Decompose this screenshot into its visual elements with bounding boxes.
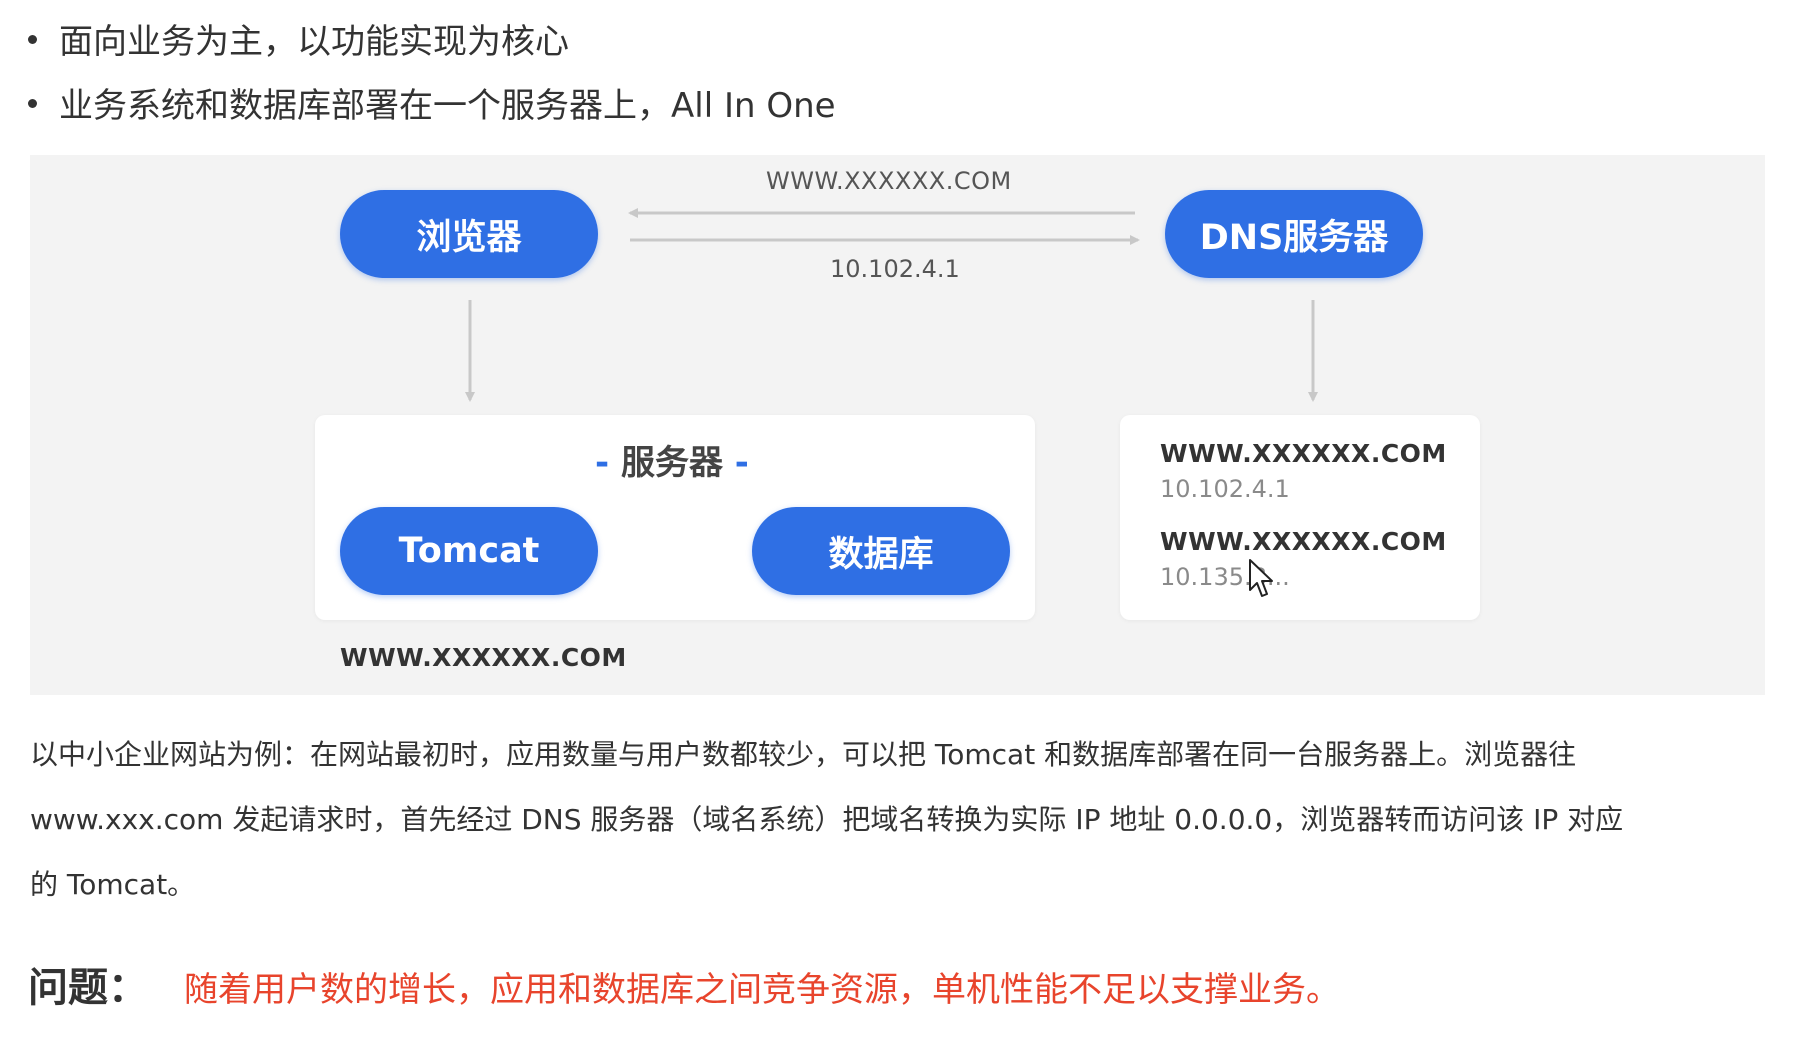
server-domain-label: WWW.XXXXXX.COM: [340, 643, 627, 672]
problem-text: 随着用户数的增长，应用和数据库之间竞争资源，单机性能不足以支撑业务。: [184, 970, 1340, 1010]
response-ip-label: 10.102.4.1: [830, 255, 960, 283]
dns-records-box: WWW.XXXXXX.COM 10.102.4.1 WWW.XXXXXX.COM…: [1120, 415, 1480, 620]
tomcat-node: Tomcat: [340, 507, 598, 595]
browser-label: 浏览器: [416, 217, 522, 258]
problem-label: 问题：: [28, 965, 148, 1011]
bullet-text: 业务系统和数据库部署在一个服务器上，All In One: [59, 86, 836, 126]
dns-record-ip: 10.102.4.1: [1160, 475, 1290, 503]
dns-server-node: DNS服务器: [1165, 190, 1423, 278]
dns-record-domain: WWW.XXXXXX.COM: [1160, 527, 1447, 556]
dns-record-domain: WWW.XXXXXX.COM: [1160, 439, 1447, 468]
bullet-item: 业务系统和数据库部署在一个服务器上，All In One: [28, 78, 836, 127]
bullet-item: 面向业务为主，以功能实现为核心: [28, 14, 569, 63]
description-line: 的 Tomcat。: [30, 868, 196, 901]
server-title: - 服务器 -: [595, 443, 749, 483]
browser-node: 浏览器: [340, 190, 598, 278]
tomcat-label: Tomcat: [398, 531, 540, 571]
architecture-diagram: WWW.XXXXXX.COM 10.102.4.1 浏览器 DNS服务器 - 服…: [30, 155, 1765, 695]
description-line: 以中小企业网站为例：在网站最初时，应用数量与用户数都较少，可以把 Tomcat …: [30, 738, 1577, 771]
problem-statement: 问题： 随着用户数的增长，应用和数据库之间竞争资源，单机性能不足以支撑业务。: [28, 955, 1340, 1013]
dns-server-label: DNS服务器: [1199, 217, 1389, 258]
bullet-dot: [28, 35, 37, 44]
server-title-text: 服务器: [620, 443, 723, 483]
bullet-dot: [28, 99, 37, 108]
mouse-cursor-icon: [1249, 559, 1273, 597]
database-node: 数据库: [752, 507, 1010, 595]
request-domain-label: WWW.XXXXXX.COM: [766, 167, 1012, 195]
bullet-text: 面向业务为主，以功能实现为核心: [59, 22, 569, 62]
database-label: 数据库: [828, 534, 934, 575]
description-line: www.xxx.com 发起请求时，首先经过 DNS 服务器（域名系统）把域名转…: [30, 803, 1624, 836]
